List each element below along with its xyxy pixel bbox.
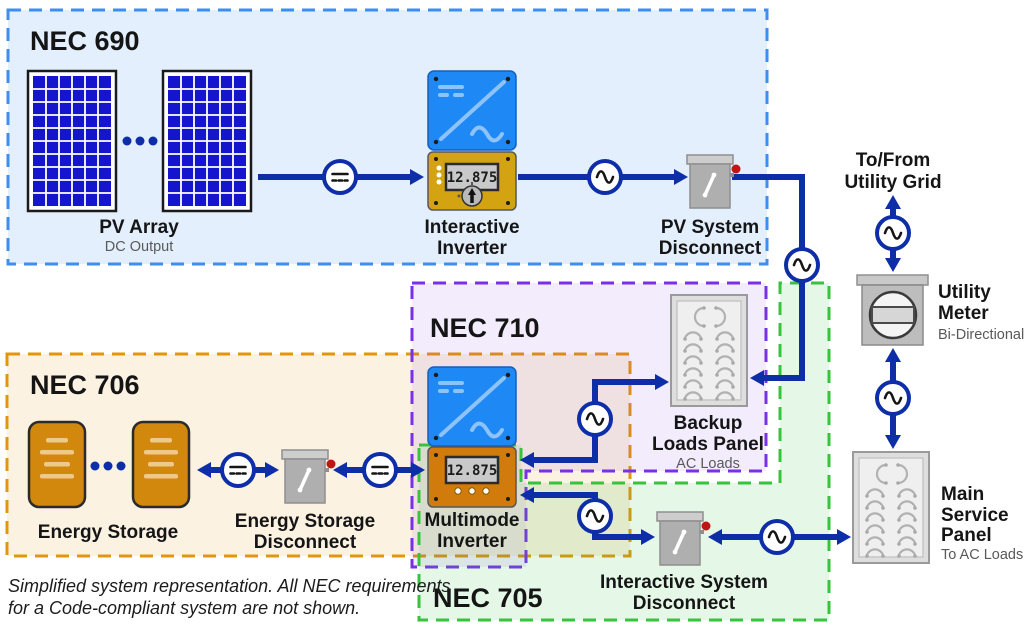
wire-pv-to-inverter [258,159,424,195]
pv-array-sublabel: DC Output [105,239,174,255]
main-service-panel-label-2: Service [941,505,1009,526]
backup-loads-panel-label-1: Backup [674,413,743,434]
wire-interactive-disconnect-main-panel [708,519,851,555]
dc-symbol [322,159,358,195]
pv-array-icon [26,69,253,213]
ac-symbol [587,159,623,195]
interactive-inverter-label-2: Inverter [437,238,507,259]
wire-pv-disconnect-to-backup-panel [732,174,820,386]
backup-loads-panel-label-2: Loads Panel [652,434,764,455]
multimode-inverter-label-2: Inverter [437,531,507,552]
wire-multimode-backup-panel [520,374,669,468]
nec-690-zone [6,8,769,266]
backup-loads-panel-icon [671,295,747,406]
ac-symbol [784,247,820,283]
ac-symbol [759,519,795,555]
ac-symbol [875,380,911,416]
wire-grid-to-meter [875,195,911,272]
utility-meter-label-2: Meter [938,303,989,324]
backup-loads-panel-sublabel: AC Loads [676,456,740,472]
multimode-inverter-icon [426,365,518,508]
nec-690-title: NEC 690 [30,26,140,56]
main-service-panel-label-3: Panel [941,525,992,546]
footnote-line-2: for a Code-compliant system are not show… [8,598,360,618]
nec-710-title: NEC 710 [430,313,540,343]
utility-grid-label-1: To/From [856,150,931,171]
pv-array-label: PV Array [99,217,179,238]
wire-disconnect-to-multimode [333,452,425,488]
utility-grid-label-2: Utility Grid [844,172,941,193]
energy-storage-disconnect-label-1: Energy Storage [235,511,375,532]
ac-symbol [577,401,613,437]
interactive-system-disconnect-label-1: Interactive System [600,572,768,593]
utility-meter-label-1: Utility [938,282,991,303]
interactive-system-disconnect-label-2: Disconnect [633,593,736,614]
dc-symbol [362,452,398,488]
energy-storage-icon [27,420,191,509]
nec-706-title: NEC 706 [30,370,140,400]
energy-storage-label: Energy Storage [38,522,178,543]
main-service-panel-sublabel: To AC Loads [941,547,1023,563]
multimode-inverter-display: 12.875 [447,463,498,479]
pv-system-disconnect-label-1: PV System [661,217,759,238]
interactive-inverter-label-1: Interactive [424,217,519,238]
utility-meter-icon [856,274,929,346]
dc-symbol [220,452,256,488]
wire-inverter-to-pv-disconnect [518,159,688,195]
ac-symbol [577,498,613,534]
footnote-line-1: Simplified system representation. All NE… [8,576,451,596]
main-service-panel-label-1: Main [941,484,984,505]
wire-multimode-interactive-disconnect [520,487,655,545]
interactive-inverter-display: 12.875 [447,170,498,186]
multimode-inverter-label-1: Multimode [425,510,520,531]
nec-705-title: NEC 705 [433,583,543,613]
ac-symbol [875,215,911,251]
energy-storage-disconnect-label-2: Disconnect [254,532,357,553]
interactive-inverter-icon [426,69,518,211]
main-service-panel-icon [853,452,929,563]
wire-storage-to-disconnect [197,452,279,488]
utility-meter-sublabel: Bi-Directional [938,327,1024,343]
wire-meter-to-main-panel [875,348,911,449]
pv-system-disconnect-label-2: Disconnect [659,238,762,259]
